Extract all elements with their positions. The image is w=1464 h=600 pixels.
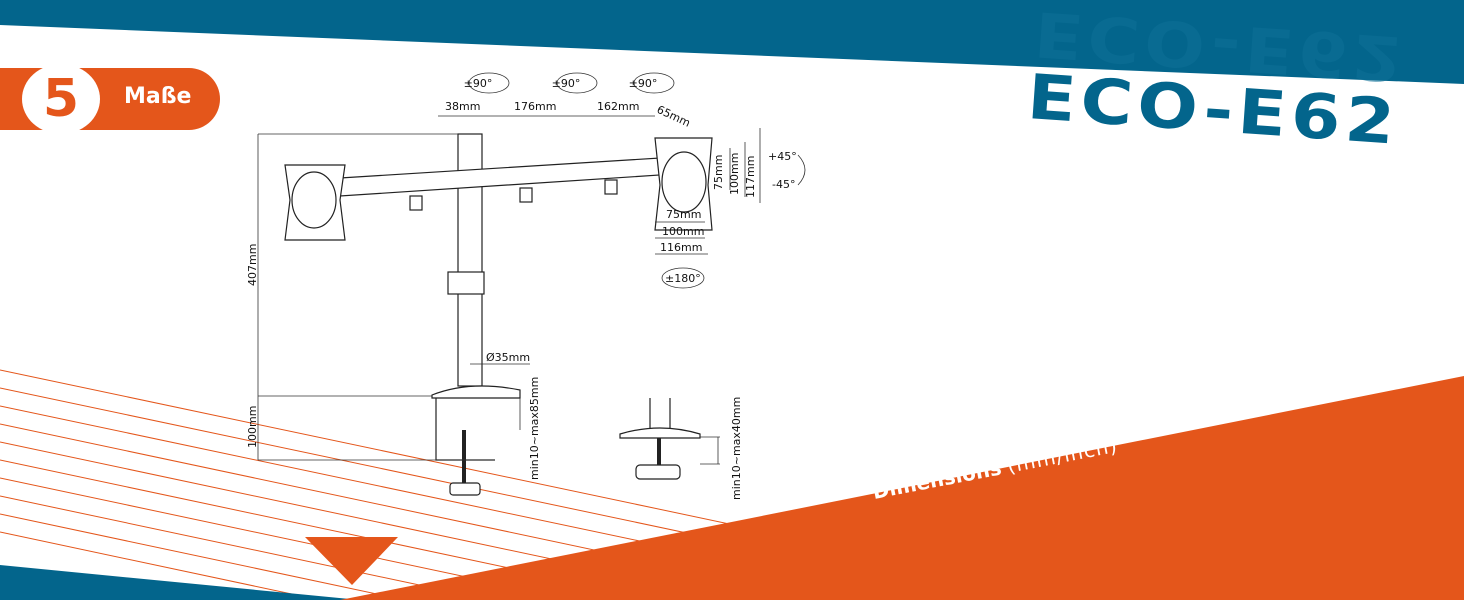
top-blue-band: [0, 0, 1464, 84]
arm-segment1-label: 176mm: [514, 100, 556, 113]
pole-diameter-label: Ø35mm: [486, 351, 530, 364]
vesa-100-vertical: 100mm: [728, 153, 741, 195]
plate-height-label: 117mm: [744, 156, 757, 198]
arm-offset-label: 38mm: [445, 100, 480, 113]
grommet-plate: [619, 427, 701, 439]
bottom-blue-band: [0, 565, 360, 600]
arm: [339, 157, 661, 197]
section-title: Maße: [124, 84, 192, 109]
clamp-range-label: min10~max85mm: [528, 377, 541, 480]
arm-segment2-label: 162mm: [597, 100, 639, 113]
cable-clip: [519, 187, 533, 203]
pole-collar: [447, 271, 485, 295]
clamp-knob: [449, 482, 481, 496]
down-arrow-icon: [305, 537, 398, 585]
cable-clip: [604, 179, 618, 195]
tilt-up-label: +45°: [768, 150, 797, 163]
base-plate: [431, 385, 521, 399]
plate-width-label: 116mm: [660, 241, 702, 254]
base-height-label: 100mm: [246, 406, 259, 448]
grommet-range-label: min10~max40mm: [730, 397, 743, 500]
tilt-down-label: -45°: [772, 178, 795, 191]
section-number: 5: [22, 64, 100, 134]
rotation-label: ±90°: [464, 77, 493, 90]
rotation-label: ±90°: [552, 77, 581, 90]
rotation-label: ±90°: [629, 77, 658, 90]
rotation-label: ±180°: [665, 272, 701, 285]
vesa-mount-right: [661, 151, 707, 213]
vesa-plate-right: [654, 137, 713, 231]
pole-height-label: 407mm: [246, 244, 259, 286]
bottom-orange-band: [340, 376, 1464, 600]
vesa-75-horizontal: 75mm: [666, 208, 701, 221]
cable-clip: [409, 195, 423, 211]
vesa-100-horizontal: 100mm: [662, 225, 704, 238]
vesa-75-vertical: 75mm: [712, 155, 725, 190]
vesa-mount-left: [291, 171, 337, 229]
arm-head-label: 65mm: [655, 103, 693, 130]
grommet-knob: [635, 464, 681, 480]
